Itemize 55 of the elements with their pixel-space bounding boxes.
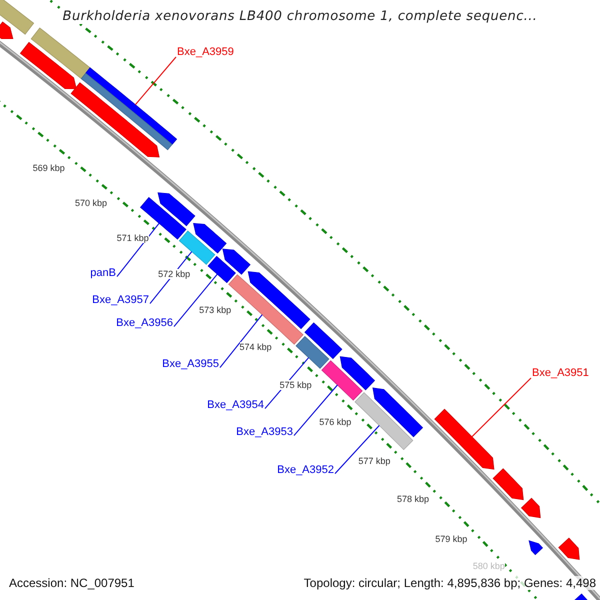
gene-label: Bxe_A3951 [532,367,589,379]
gene-feature [558,538,580,560]
leader-line [174,274,218,328]
gene-label: Bxe_A3955 [162,358,219,370]
gene-label: Bxe_A3952 [277,464,334,476]
gene-block [30,27,93,81]
gene-label: Bxe_A3956 [116,317,173,329]
gene-block [208,256,236,284]
gene-label: panB [90,267,116,279]
gene-feature [0,21,14,40]
tick-label: 580 kbp [472,561,505,571]
tick-label: 576 kbp [319,417,352,428]
leader-line [294,384,338,436]
tick-label: 577 kbp [358,456,390,466]
leader-line [471,378,532,438]
gene-feature [248,271,310,330]
tick-label: 573 kbp [199,305,232,316]
gene-feature [520,498,541,518]
gene-block [178,230,216,265]
leader-line [134,56,176,106]
tick-label: 572 kbp [158,269,190,280]
gene-feature [528,540,544,556]
tick-label: 575 kbp [280,380,312,390]
map-title: Burkholderia xenovorans LB400 chromosome 1, complete sequenc... [62,9,538,24]
gene-block [80,72,173,150]
gene-label: Bxe_A3954 [207,399,264,411]
summary-text: Topology: circular; Length: 4,895,836 bp; Genes: 4,498 [304,576,596,590]
gene-block [0,0,34,35]
leader-line [220,314,263,368]
leader-line [116,222,160,278]
gene-block [354,392,414,450]
gene-block [296,336,330,369]
tick-label: 578 kbp [397,494,430,504]
tick-label: 569 kbp [32,163,65,174]
tick-label: 570 kbp [74,198,107,208]
gene-block [321,360,363,401]
gene-feature [492,468,524,500]
tick-label: 571 kbp [116,233,149,244]
gene-feature [222,248,251,275]
gene-feature [372,388,424,438]
gene-label: Bxe_A3959 [177,46,234,58]
accession-text: Accession: NC_007951 [9,576,134,590]
tick-label: 579 kbp [435,534,468,544]
gene-feature [434,408,494,470]
leader-line [334,425,380,474]
gene-feature [340,356,376,390]
gene-label: Bxe_A3957 [92,294,149,306]
gene-feature [70,82,160,158]
gene-feature [193,222,227,254]
gene-feature [20,42,77,90]
tick-label: 574 kbp [240,342,272,352]
gene-block [304,322,342,360]
gene-feature [158,192,196,226]
gene-label: Bxe_A3953 [236,426,293,438]
gene-block [85,67,178,145]
